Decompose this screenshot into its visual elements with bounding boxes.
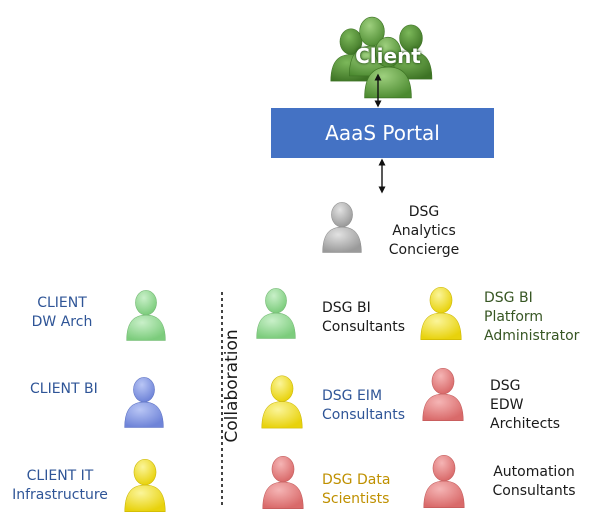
portal-label: AaaS Portal <box>325 121 440 145</box>
bi-platform-label: DSG BI Platform Administrator <box>484 289 579 346</box>
eim-consultants-line1: DSG EIM <box>322 388 383 404</box>
eim-consultants-label: DSG EIM Consultants <box>322 387 405 425</box>
client-dw-arch-person-icon <box>126 289 166 341</box>
edw-architects-person-icon <box>422 367 464 422</box>
client-it-line2: Infrastructure <box>12 487 108 503</box>
aaas-portal-box[interactable]: AaaS Portal <box>271 108 494 158</box>
bi-platform-person-icon <box>420 286 462 341</box>
edw-architects-line3: Architects <box>490 416 561 432</box>
client-dw-arch-line1: CLIENT <box>37 295 87 311</box>
automation-line2: Consultants <box>492 483 576 499</box>
bi-platform-line1: DSG BI <box>484 290 533 306</box>
client-dw-arch-line2: DW Arch <box>31 314 93 330</box>
client-label: Client <box>355 44 421 68</box>
concierge-label: DSG Analytics Concierge <box>384 203 464 260</box>
client-bi-person-icon <box>124 376 164 428</box>
edw-architects-line1: DSG <box>490 378 521 394</box>
client-bi-label: CLIENT BI <box>30 380 98 399</box>
concierge-person-icon <box>322 201 362 253</box>
data-scientists-label: DSG Data Scientists <box>322 471 390 509</box>
data-scientists-person-icon <box>262 455 304 510</box>
eim-consultants-person-icon <box>261 375 303 429</box>
bi-consultants-label: DSG BI Consultants <box>322 299 405 337</box>
bi-platform-line3: Administrator <box>484 328 580 344</box>
concierge-line1: DSG <box>408 204 440 220</box>
eim-consultants-line2: Consultants <box>322 407 405 423</box>
edw-architects-label: DSG EDW Architects <box>490 377 560 434</box>
collaboration-label: Collaboration <box>222 329 242 443</box>
concierge-line2: Analytics <box>392 223 456 239</box>
client-it-label: CLIENT IT Infrastructure <box>10 467 110 505</box>
automation-line1: Automation <box>493 464 575 480</box>
client-bi-line1: CLIENT BI <box>30 381 98 397</box>
concierge-line3: Concierge <box>388 242 460 258</box>
data-scientists-line1: DSG Data <box>322 472 391 488</box>
bi-platform-line2: Platform <box>484 309 544 325</box>
edw-architects-line2: EDW <box>490 397 524 413</box>
bi-consultants-line1: DSG BI <box>322 300 371 316</box>
client-it-person-icon <box>124 458 166 513</box>
bi-consultants-line2: Consultants <box>322 319 405 335</box>
bi-consultants-person-icon <box>256 287 296 339</box>
client-dw-arch-label: CLIENT DW Arch <box>14 294 110 332</box>
client-it-line1: CLIENT IT <box>26 468 94 484</box>
automation-person-icon <box>423 454 465 509</box>
data-scientists-line2: Scientists <box>322 491 390 507</box>
automation-label: Automation Consultants <box>486 463 582 501</box>
